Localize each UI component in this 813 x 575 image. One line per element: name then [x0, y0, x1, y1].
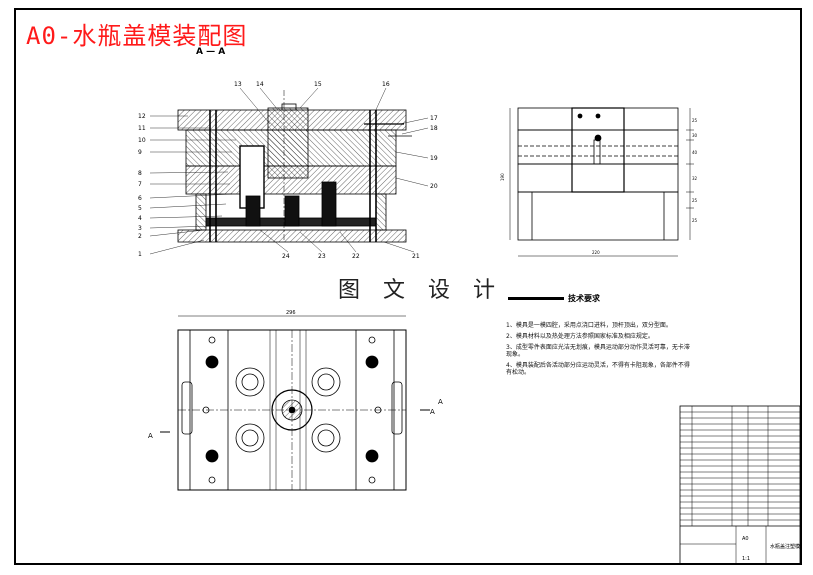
- requirement-item: 3、成型零件表面应光洁无划痕，模具运动部分动作灵活可靠，无卡滞现象。: [506, 344, 690, 358]
- section-mark: A: [430, 408, 435, 416]
- drawing-title: A0-水瓶盖模装配图: [26, 22, 248, 50]
- part-number: 20: [430, 183, 438, 190]
- drawing-scale: 1:1: [742, 556, 750, 562]
- section-view: [149, 87, 429, 255]
- requirement-item: 4、模具装配后各活动部分应运动灵活，不得有卡阻现象，各部件不得有松动。: [506, 362, 690, 376]
- dim-value: 25: [692, 218, 698, 223]
- drawing-sheet: A0: [742, 536, 749, 542]
- part-number: 18: [430, 125, 438, 132]
- brand-watermark: 图 文 设 计: [338, 278, 503, 303]
- requirement-item: 1、模具是一模四腔，采用点浇口进料，顶杆顶出，双分型面。: [506, 322, 672, 329]
- drawing-name: 水瓶盖注塑模: [770, 543, 800, 550]
- part-number: 13: [234, 81, 242, 88]
- part-number: 15: [314, 81, 322, 88]
- side-view: [509, 107, 694, 257]
- dim-value: 30: [692, 133, 698, 138]
- part-number-labels: 1 2 3 4 5 6 7 8 9 10 11 12 13 14 15 16 1…: [138, 81, 438, 260]
- dim-value: 25: [692, 118, 698, 123]
- requirements-title: 技术要求: [568, 294, 600, 303]
- part-number: 9: [138, 149, 142, 156]
- part-number: 11: [138, 125, 146, 132]
- part-number: 17: [430, 115, 438, 122]
- dim-value: 32: [692, 176, 698, 181]
- part-number: 23: [318, 253, 326, 260]
- part-number: 21: [412, 253, 420, 260]
- plan-view-labels: 296 A A A: [148, 310, 443, 440]
- part-number: 12: [138, 113, 146, 120]
- part-number: 3: [138, 225, 142, 232]
- title-block: [679, 405, 801, 565]
- part-number: 10: [138, 137, 146, 144]
- side-view-dims: 220 190 25 30 40 32 25 25: [500, 118, 698, 255]
- requirement-item: 2、模具材料以及热处理方法参照国家标准及相应规定。: [506, 333, 654, 340]
- dim-value: 25: [692, 198, 698, 203]
- drawing-frame: [14, 8, 802, 565]
- section-mark: A: [148, 432, 153, 440]
- part-number: 16: [382, 81, 390, 88]
- dim-value: 40: [692, 150, 698, 155]
- part-number: 19: [430, 155, 438, 162]
- dim-height: 190: [500, 173, 505, 181]
- dim-width: 220: [592, 250, 600, 255]
- part-number: 24: [282, 253, 290, 260]
- part-number: 5: [138, 205, 142, 212]
- part-number: 14: [256, 81, 264, 88]
- title-block-text: 水瓶盖注塑模 1:1 A0: [742, 536, 800, 562]
- requirements-bar: [508, 297, 564, 300]
- section-mark: A: [438, 398, 443, 406]
- part-number: 22: [352, 253, 360, 260]
- part-number: 4: [138, 215, 142, 222]
- plan-view: [160, 315, 430, 491]
- part-number: 7: [138, 181, 142, 188]
- section-label: A — A: [196, 47, 226, 57]
- part-number: 8: [138, 170, 142, 177]
- part-number: 2: [138, 233, 142, 240]
- dim-width: 296: [286, 310, 296, 316]
- part-number: 1: [138, 251, 142, 258]
- part-number: 6: [138, 195, 142, 202]
